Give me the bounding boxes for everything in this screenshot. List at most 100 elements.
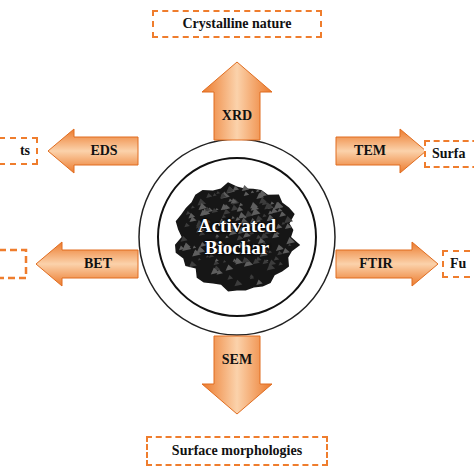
biochar-grain xyxy=(198,258,201,261)
box-label: ts xyxy=(20,143,30,159)
biochar-grain xyxy=(244,191,250,196)
biochar-grain xyxy=(226,186,234,193)
biochar-grain xyxy=(186,211,191,215)
biochar-grain xyxy=(233,186,239,191)
box-label: Surface morphologies xyxy=(172,443,302,459)
biochar-grain xyxy=(193,246,197,249)
biochar-grain xyxy=(199,203,208,210)
biochar-grain xyxy=(221,193,226,197)
technique-label: EDS xyxy=(90,143,117,159)
biochar-grain xyxy=(288,244,291,247)
dashed-box: Crystalline nature xyxy=(152,10,322,38)
biochar-grain xyxy=(220,193,227,198)
dashed-box: ts xyxy=(0,137,38,165)
biochar-grain xyxy=(250,202,258,209)
arrow-body xyxy=(202,62,272,140)
arrow-body xyxy=(48,129,138,173)
biochar-grain xyxy=(286,237,295,244)
arrow-body xyxy=(336,242,438,286)
biochar-grain xyxy=(256,280,262,285)
biochar-grain xyxy=(211,268,219,275)
biochar-grain xyxy=(224,204,231,210)
biochar-grain xyxy=(235,258,242,264)
biochar-grain xyxy=(276,245,284,251)
inner-ring xyxy=(158,158,316,316)
biochar-grain xyxy=(250,274,254,278)
technique-label: SEM xyxy=(222,352,252,368)
biochar-grain xyxy=(253,258,260,264)
biochar-grain xyxy=(179,246,185,251)
biochar-grain xyxy=(244,258,250,263)
technique-label: XRD xyxy=(222,108,252,124)
biochar-grain xyxy=(269,259,277,265)
biochar-grain xyxy=(279,262,283,266)
arrow-body xyxy=(336,129,426,173)
arrow-shape xyxy=(202,336,272,414)
biochar-grain xyxy=(237,206,244,212)
biochar-grain xyxy=(283,248,290,254)
block-arrow: EDS xyxy=(48,129,138,173)
biochar-grain xyxy=(227,275,233,280)
biochar-grain xyxy=(251,208,260,216)
block-arrow: XRD xyxy=(202,62,272,140)
arrow-body xyxy=(202,336,272,414)
biochar-grain xyxy=(264,202,273,209)
biochar-grain xyxy=(216,191,220,194)
biochar-grain xyxy=(181,236,188,242)
arrow-shape xyxy=(202,62,272,140)
biochar-grain xyxy=(274,256,279,260)
biochar-grain xyxy=(271,208,278,214)
biochar-grain xyxy=(191,205,195,208)
center-circle: Activated Biochar xyxy=(137,137,337,337)
dashed-box xyxy=(0,250,26,278)
biochar-grain xyxy=(223,209,230,215)
biochar-grain xyxy=(231,205,238,211)
dashed-box: Surface morphologies xyxy=(146,436,328,466)
biochar-pile xyxy=(175,182,300,291)
biochar-grain xyxy=(184,223,190,228)
biochar-grain xyxy=(234,280,242,287)
box-label: Fu xyxy=(450,256,466,272)
biochar-grain xyxy=(256,189,260,192)
box-label: Surfa xyxy=(432,146,465,162)
biochar-grain xyxy=(242,185,249,191)
biochar-grain xyxy=(279,211,286,217)
biochar-grain xyxy=(223,260,226,263)
biochar-grain xyxy=(251,191,254,194)
box-label: Crystalline nature xyxy=(182,16,291,32)
biochar-grain xyxy=(192,250,201,257)
block-arrow: TEM xyxy=(336,129,426,173)
biochar-grain xyxy=(263,259,269,264)
biochar-grain xyxy=(231,198,238,203)
biochar-grain xyxy=(278,208,283,212)
biochar-grain xyxy=(221,191,230,198)
biochar-grain xyxy=(215,259,219,262)
biochar-grain xyxy=(182,244,191,252)
biochar-grain xyxy=(285,223,292,229)
technique-label: FTIR xyxy=(359,256,392,272)
biochar-grain xyxy=(199,207,203,210)
biochar-grain xyxy=(239,203,243,207)
biochar-grain xyxy=(276,224,283,229)
biochar-grain xyxy=(270,201,274,204)
center-label: Activated Biochar xyxy=(182,215,292,259)
biochar-grain xyxy=(274,202,283,210)
block-arrow: FTIR xyxy=(336,242,438,286)
biochar-grain xyxy=(284,216,293,223)
technique-label: TEM xyxy=(354,143,386,159)
biochar-grain xyxy=(212,208,218,213)
dashed-box: Surfa xyxy=(424,140,474,168)
technique-label: BET xyxy=(84,256,112,272)
biochar-grain xyxy=(277,251,283,256)
biochar-grain xyxy=(213,193,217,196)
block-arrow: BET xyxy=(36,242,138,286)
block-arrow: SEM xyxy=(202,336,272,414)
outer-ring xyxy=(139,139,335,335)
biochar-grain xyxy=(206,193,212,198)
dashed-box: Fu xyxy=(442,250,474,278)
biochar-grain xyxy=(189,261,197,267)
biochar-grain xyxy=(226,264,234,270)
biochar-grain xyxy=(256,193,264,199)
biochar-grain xyxy=(259,197,267,203)
